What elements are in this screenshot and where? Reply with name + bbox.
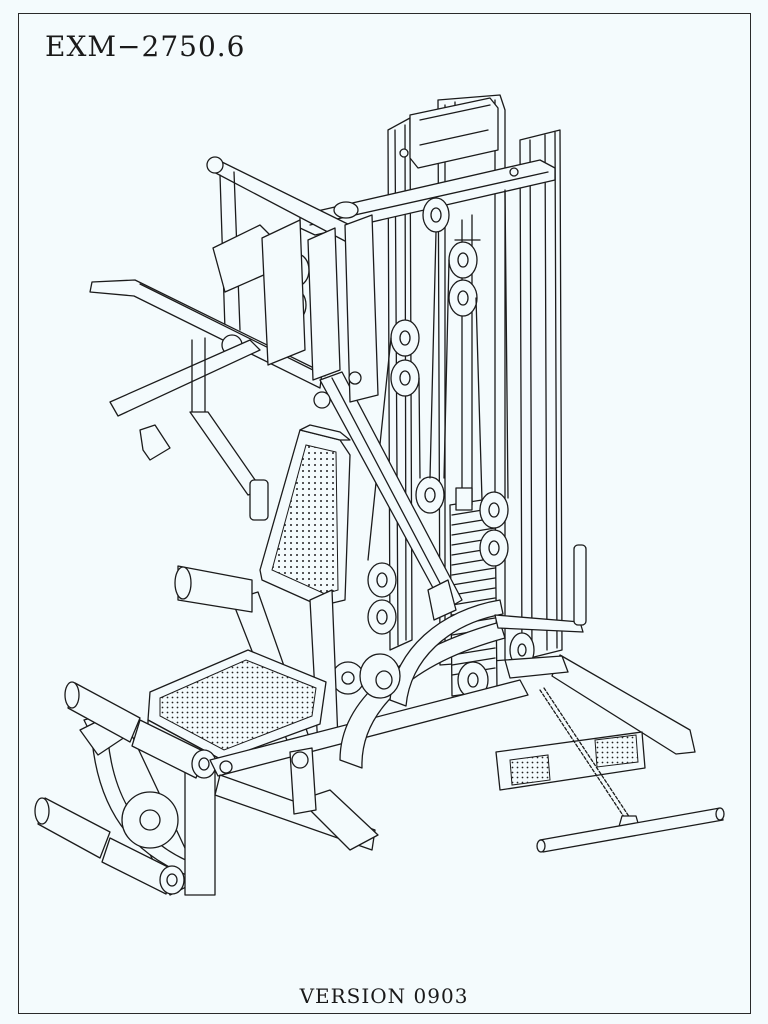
pulley	[391, 360, 419, 396]
leg-roller-pad	[35, 798, 110, 858]
model-number-title: EXM−2750.6	[45, 30, 246, 63]
pulley	[391, 320, 419, 356]
pulley	[480, 492, 508, 528]
back-pad	[260, 425, 350, 606]
pulley	[423, 198, 449, 232]
press-arm-assembly	[90, 157, 462, 620]
t-bar-handle	[537, 808, 724, 852]
pulley	[416, 477, 444, 513]
pulley	[368, 600, 396, 634]
pulley	[449, 280, 477, 316]
pec-arm-assembly	[340, 545, 586, 768]
pulley	[449, 242, 477, 278]
leg-roller-pad	[65, 682, 140, 742]
foot-plate	[496, 732, 645, 790]
pulley	[480, 530, 508, 566]
pulley	[332, 662, 364, 694]
chain-and-handle	[537, 688, 724, 852]
leg-roller-pad	[102, 838, 184, 894]
page-border	[18, 13, 751, 1014]
seat-frame	[148, 566, 338, 770]
pulley	[334, 202, 358, 218]
pulley	[368, 563, 396, 597]
leg-developer	[35, 682, 216, 895]
version-label: VERSION 0903	[299, 984, 469, 1008]
